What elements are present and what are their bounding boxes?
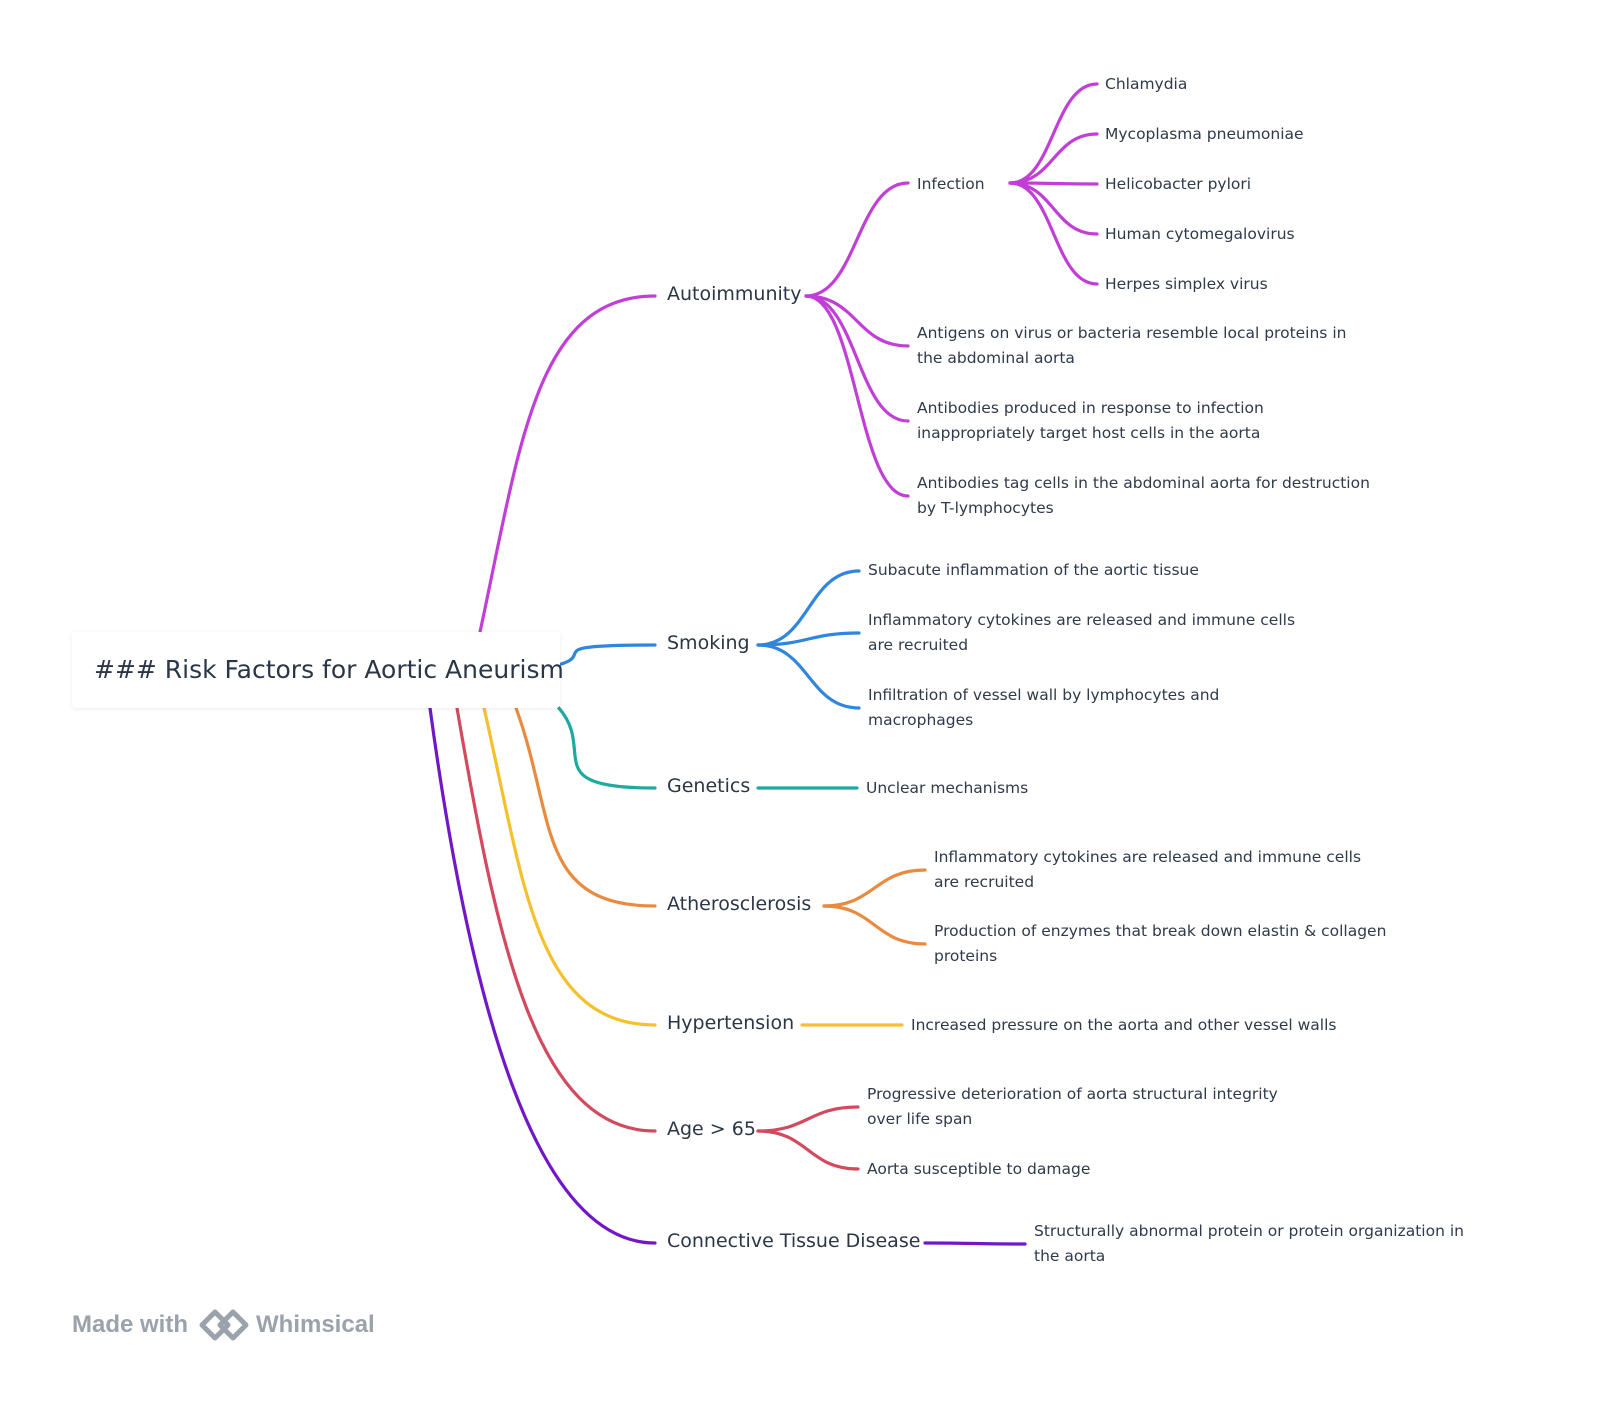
infection-item-helicobacter-pylori-line: Helicobacter pylori: [1105, 175, 1252, 193]
genetics-child-unclear-mechanisms-line: Unclear mechanisms: [866, 779, 1029, 797]
branch-age-65-line: Age > 65: [667, 1118, 756, 1140]
connector-infection-0: [1008, 82, 1099, 185]
atherosclerosis-child-inflammatory-cytokines-are-released-and--line: Inflammatory cytokines are released and …: [934, 848, 1362, 866]
autoimmunity-child-antigens-on-virus-or-bacteria-resemble-l-line: the abdominal aorta: [917, 349, 1075, 367]
atherosclerosis-child-production-of-enzymes-that-break-down-el-line: Production of enzymes that break down el…: [934, 922, 1387, 940]
infection-item-herpes-simplex-virus-line: Herpes simplex virus: [1105, 275, 1268, 293]
branch-smoking[interactable]: Smoking: [667, 632, 750, 654]
connector-smoking-2: [756, 643, 861, 710]
infection-item-human-cytomegalovirus[interactable]: Human cytomegalovirus: [1105, 222, 1295, 247]
infection-item-mycoplasma-pneumoniae[interactable]: Mycoplasma pneumoniae: [1105, 122, 1304, 147]
atherosclerosis-child-production-of-enzymes-that-break-down-el[interactable]: Production of enzymes that break down el…: [934, 919, 1386, 969]
connector-age-65-0: [756, 1105, 860, 1133]
branch-smoking-line: Smoking: [667, 632, 750, 654]
made-with-whimsical-badge[interactable]: Made with Whimsical: [72, 1307, 375, 1343]
smoking-child-subacute-inflammation-of-the-aortic-tiss-line: Subacute inflammation of the aortic tiss…: [868, 561, 1199, 579]
autoimmunity-child-antibodies-produced-in-response-to-infec-line: inappropriately target host cells in the…: [917, 424, 1261, 442]
age-65-child-progressive-deterioration-of-aorta-struc-line: Progressive deterioration of aorta struc…: [867, 1085, 1278, 1103]
connector-smoking-0: [756, 569, 861, 647]
root-label: ### Risk Factors for Aortic Aneurism: [94, 655, 564, 684]
autoimmunity-child-antibodies-tag-cells-in-the-abdominal-ao-line: Antibodies tag cells in the abdominal ao…: [917, 474, 1370, 492]
infection-item-herpes-simplex-virus[interactable]: Herpes simplex virus: [1105, 272, 1268, 297]
age-65-child-progressive-deterioration-of-aorta-struc-line: over life span: [867, 1110, 973, 1128]
connector-infection-3: [1008, 181, 1099, 236]
branch-hypertension[interactable]: Hypertension: [667, 1012, 794, 1034]
connector-root-hypertension: [482, 706, 657, 1027]
branch-genetics[interactable]: Genetics: [667, 775, 750, 797]
smoking-child-infiltration-of-vessel-wall-by-lymphocyt-line: macrophages: [868, 711, 974, 729]
whimsical-logo-icon: [199, 1309, 249, 1341]
connector-root-autoimmunity: [478, 294, 657, 634]
connector-smoking-1: [756, 631, 861, 647]
smoking-child-inflammatory-cytokines-are-released-and--line: Inflammatory cytokines are released and …: [868, 611, 1296, 629]
connector-root-connective-tissue-disease: [428, 706, 657, 1245]
connector-autoimmunity-3: [804, 294, 910, 498]
autoimmunity-child-antibodies-produced-in-response-to-infec-line: Antibodies produced in response to infec…: [917, 399, 1264, 417]
branch-autoimmunity[interactable]: Autoimmunity: [667, 283, 801, 305]
autoimmunity-child-antigens-on-virus-or-bacteria-resemble-l[interactable]: Antigens on virus or bacteria resemble l…: [917, 321, 1346, 371]
connector-atherosclerosis-1: [822, 904, 927, 946]
age-65-child-aorta-susceptible-to-damage[interactable]: Aorta susceptible to damage: [867, 1157, 1090, 1182]
branch-atherosclerosis-line: Atherosclerosis: [667, 893, 812, 915]
infection-item-chlamydia[interactable]: Chlamydia: [1105, 72, 1187, 97]
root-node[interactable]: ### Risk Factors for Aortic Aneurism: [72, 632, 564, 708]
infection-item-mycoplasma-pneumoniae-line: Mycoplasma pneumoniae: [1105, 125, 1304, 143]
made-with-label: Made with: [72, 1311, 189, 1338]
connector-age-65-1: [756, 1129, 860, 1171]
branch-genetics-line: Genetics: [667, 775, 751, 797]
connective-tissue-disease-child-structurally-abnormal-protein-or-protein-line: the aorta: [1034, 1247, 1106, 1265]
whimsical-brand-label: Whimsical: [256, 1311, 375, 1338]
hypertension-child-increased-pressure-on-the-aorta-and-othe[interactable]: Increased pressure on the aorta and othe…: [911, 1013, 1337, 1038]
connector-root-genetics: [556, 705, 657, 790]
autoimmunity-child-antibodies-produced-in-response-to-infec[interactable]: Antibodies produced in response to infec…: [917, 396, 1264, 446]
hypertension-child-increased-pressure-on-the-aorta-and-othe-line: Increased pressure on the aorta and othe…: [911, 1016, 1337, 1034]
connective-tissue-disease-child-structurally-abnormal-protein-or-protein[interactable]: Structurally abnormal protein or protein…: [1034, 1219, 1464, 1269]
infection-item-helicobacter-pylori[interactable]: Helicobacter pylori: [1105, 172, 1251, 197]
connector-autoimmunity-0: [804, 181, 910, 298]
smoking-child-inflammatory-cytokines-are-released-and-[interactable]: Inflammatory cytokines are released and …: [868, 608, 1295, 658]
autoimmunity-child-infection-line: Infection: [917, 175, 985, 193]
infection-item-human-cytomegalovirus-line: Human cytomegalovirus: [1105, 225, 1295, 243]
atherosclerosis-child-inflammatory-cytokines-are-released-and-[interactable]: Inflammatory cytokines are released and …: [934, 845, 1361, 895]
branch-connective-tissue-disease[interactable]: Connective Tissue Disease: [667, 1230, 920, 1252]
connector-autoimmunity-2: [804, 294, 910, 423]
autoimmunity-child-antibodies-tag-cells-in-the-abdominal-ao-line: by T-lymphocytes: [917, 499, 1054, 517]
smoking-child-infiltration-of-vessel-wall-by-lymphocyt[interactable]: Infiltration of vessel wall by lymphocyt…: [868, 683, 1219, 733]
genetics-child-unclear-mechanisms[interactable]: Unclear mechanisms: [866, 776, 1028, 801]
age-65-child-aorta-susceptible-to-damage-line: Aorta susceptible to damage: [867, 1160, 1091, 1178]
autoimmunity-child-antibodies-tag-cells-in-the-abdominal-ao[interactable]: Antibodies tag cells in the abdominal ao…: [917, 471, 1370, 521]
infection-item-chlamydia-line: Chlamydia: [1105, 75, 1188, 93]
branch-hypertension-line: Hypertension: [667, 1012, 795, 1034]
branch-age-65[interactable]: Age > 65: [667, 1118, 756, 1140]
branch-atherosclerosis[interactable]: Atherosclerosis: [667, 893, 811, 915]
connector-infection-4: [1008, 181, 1099, 286]
smoking-child-inflammatory-cytokines-are-released-and--line: are recruited: [868, 636, 969, 654]
smoking-child-subacute-inflammation-of-the-aortic-tiss[interactable]: Subacute inflammation of the aortic tiss…: [868, 558, 1199, 583]
autoimmunity-child-antigens-on-virus-or-bacteria-resemble-l-line: Antigens on virus or bacteria resemble l…: [917, 324, 1347, 342]
connector-root-atherosclerosis: [514, 706, 657, 908]
age-65-child-progressive-deterioration-of-aorta-struc[interactable]: Progressive deterioration of aorta struc…: [867, 1082, 1278, 1132]
autoimmunity-child-infection[interactable]: Infection: [917, 172, 985, 197]
connector-root-smoking: [556, 643, 657, 667]
connector-autoimmunity-1: [804, 294, 910, 348]
branch-connective-tissue-disease-line: Connective Tissue Disease: [667, 1230, 921, 1252]
atherosclerosis-child-inflammatory-cytokines-are-released-and--line: are recruited: [934, 873, 1035, 891]
connector-connective-tissue-disease-0: [923, 1241, 1027, 1246]
connector-infection-1: [1008, 132, 1099, 185]
connector-root-age-65: [455, 706, 657, 1133]
connector-atherosclerosis-0: [822, 868, 927, 908]
smoking-child-infiltration-of-vessel-wall-by-lymphocyt-line: Infiltration of vessel wall by lymphocyt…: [868, 686, 1220, 704]
connective-tissue-disease-child-structurally-abnormal-protein-or-protein-line: Structurally abnormal protein or protein…: [1034, 1222, 1464, 1240]
atherosclerosis-child-production-of-enzymes-that-break-down-el-line: proteins: [934, 947, 998, 965]
branch-autoimmunity-line: Autoimmunity: [667, 283, 802, 305]
